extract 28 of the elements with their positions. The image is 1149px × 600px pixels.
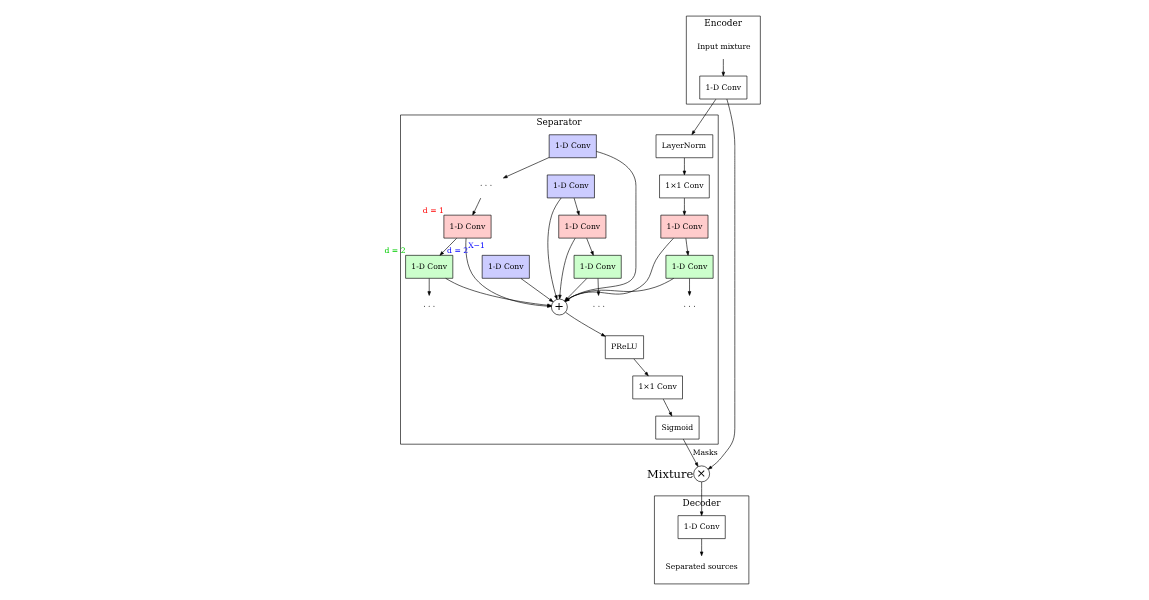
- arrow: [682, 438, 698, 467]
- arrow: [547, 197, 561, 300]
- arrow: [699, 481, 703, 516]
- arrow: [687, 278, 691, 296]
- arrow: [721, 58, 725, 77]
- arrow: [573, 197, 580, 216]
- arrow: [520, 278, 553, 303]
- arrow: [427, 278, 431, 296]
- arrow: [557, 238, 575, 300]
- arrow: [471, 197, 481, 216]
- arrow: [585, 238, 594, 256]
- arrow: [502, 157, 549, 179]
- arrow: [564, 278, 674, 302]
- arrow: [564, 151, 636, 302]
- arrow: [564, 311, 606, 337]
- arrow: [699, 538, 703, 557]
- arrow: [682, 157, 686, 176]
- arrow: [564, 238, 674, 302]
- arrow: [563, 278, 587, 302]
- arrow: [685, 238, 689, 256]
- arrow: [691, 98, 716, 135]
- arrow: [596, 278, 600, 296]
- arrow: [633, 358, 649, 377]
- arrow: [439, 238, 457, 256]
- arrow: [682, 197, 686, 216]
- arrow: [662, 398, 672, 417]
- arrow: [707, 98, 735, 470]
- node-label: Mixture: [646, 467, 693, 482]
